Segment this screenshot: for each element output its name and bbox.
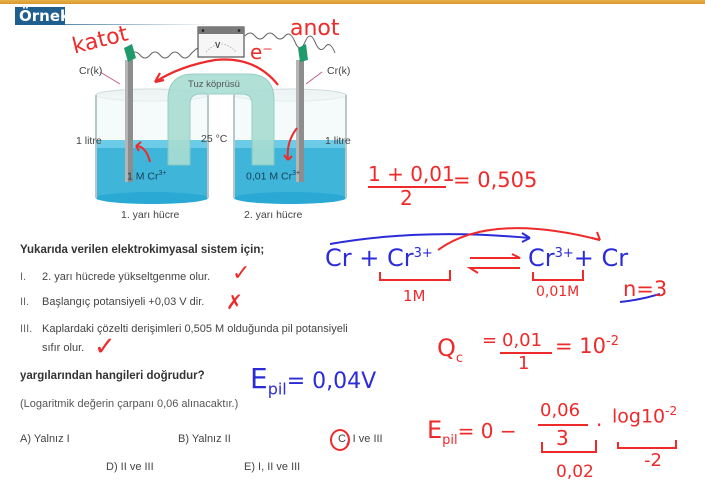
- option-d[interactable]: D) II ve III: [106, 461, 154, 473]
- epil-letter: E: [250, 362, 268, 395]
- nernst-equals: = 0 −: [457, 419, 517, 443]
- nernst-subscript: pil: [442, 432, 458, 448]
- statement-1: I. 2. yarı hücrede yükseltgenme olur.: [20, 271, 210, 283]
- nernst-frac-numerator: 0,06: [540, 400, 581, 421]
- statement-1-number: I.: [20, 271, 27, 283]
- temperature-label: 25 °C: [201, 133, 228, 145]
- qc-result-exponent: -2: [606, 334, 619, 349]
- statement-2-number: II.: [20, 296, 30, 308]
- reaction-right-charge: 3+: [554, 246, 574, 261]
- volume-left-label: 1 litre: [76, 135, 102, 147]
- anot-annotation: anot: [290, 16, 340, 41]
- average-result: = 0,505: [453, 168, 538, 192]
- electron-annotation: e⁻: [250, 40, 273, 64]
- statement-3-continued: sıfır olur.: [42, 342, 85, 354]
- cell-right-caption: 2. yarı hücre: [244, 209, 303, 221]
- nernst-e-letter: E: [427, 416, 443, 444]
- beaker-left: [95, 88, 209, 204]
- qc-letter: Q: [437, 334, 456, 362]
- salt-bridge-label: Tuz köprüsü: [188, 79, 240, 90]
- average-numerator: 1 + 0,01: [368, 162, 455, 186]
- fraction-bar: [500, 352, 552, 354]
- solution-right-label: 0,01 M Cr3+: [246, 170, 300, 183]
- question-note: (Logaritmik değerin çarpanı 0,06 alınaca…: [20, 398, 239, 410]
- reaction-left: Cr + Cr3+: [325, 244, 433, 272]
- electrochemical-cell-figure: [95, 26, 347, 204]
- solution-left-charge: 3+: [158, 170, 167, 177]
- reaction-left-text: Cr + Cr: [325, 244, 414, 272]
- electrode-right: [296, 60, 304, 182]
- statement-1-text: 2. yarı hücrede yükseltgenme olur.: [42, 271, 211, 283]
- check-mark-icon: ✓: [94, 332, 116, 362]
- statement-2-text: Başlangıç potansiyeli +0,03 V dir.: [42, 296, 205, 308]
- reaction-arrows: [329, 227, 660, 303]
- solution-right-text: 0,01 M Cr: [246, 170, 293, 183]
- selected-option-circle: [330, 429, 350, 451]
- option-b[interactable]: B) Yalnız II: [178, 433, 231, 445]
- qc-label: Qc: [437, 334, 463, 366]
- solution-right-charge: 3+: [292, 170, 301, 177]
- reaction-right-tail: + Cr: [573, 244, 629, 272]
- reaction-right-text: Cr: [528, 244, 555, 272]
- qc-numerator: 0,01: [502, 330, 543, 351]
- top-accent-bar: [0, 0, 705, 4]
- electrode-left-label: Cr(k): [79, 65, 103, 77]
- statement-2: II. Başlangıç potansiyeli +0,03 V dir.: [20, 296, 204, 308]
- solution-left-label: 1 M Cr3+: [127, 170, 166, 183]
- reaction-right: Cr3++ Cr: [528, 244, 628, 272]
- voltmeter-label: V: [215, 41, 221, 50]
- nernst-brackets: [541, 440, 677, 453]
- nernst-under-fraction: 0,02: [556, 462, 594, 482]
- epil-subscript: pil: [267, 379, 287, 399]
- fraction-bar: [538, 424, 588, 426]
- epil-value: = 0,04V: [286, 369, 377, 394]
- statement-3-number: III.: [20, 323, 33, 335]
- qc-equals: =: [482, 330, 498, 351]
- volume-right-label: 1 litre: [325, 135, 351, 147]
- qc-result: = 10-2: [555, 334, 619, 358]
- example-tag-label: Örnek: [19, 7, 70, 25]
- n-value-annotation: n=3: [623, 277, 668, 301]
- epil-result: Epil= 0,04V: [250, 362, 376, 399]
- check-mark-icon: ✓: [232, 261, 251, 286]
- cross-mark-icon: ✗: [226, 290, 243, 314]
- statement-3: III. Kaplardaki çözelti derişimleri 0,505…: [20, 323, 348, 335]
- solution-left-text: 1 M Cr: [127, 170, 159, 183]
- conc-left-annotation: 1M: [403, 287, 426, 305]
- nernst-log: log10-2: [612, 404, 677, 427]
- option-a[interactable]: A) Yalnız I: [20, 433, 70, 445]
- option-e[interactable]: E) I, II ve III: [244, 461, 301, 473]
- voltmeter-icon: [197, 26, 245, 58]
- reaction-left-charge: 3+: [413, 246, 433, 261]
- qc-result-base: = 10: [555, 334, 606, 358]
- nernst-log-base: log10: [612, 405, 666, 428]
- statement-3-text: Kaplardaki çözelti derişimleri 0,505 M o…: [42, 323, 348, 335]
- fraction-bar: [368, 186, 446, 188]
- nernst-frac-denominator: 3: [556, 426, 569, 450]
- question-prompt: yargılarından hangileri doğrudur?: [20, 370, 205, 382]
- salt-bridge: [167, 73, 275, 166]
- cell-left-caption: 1. yarı hücre: [121, 209, 180, 221]
- average-denominator: 2: [400, 186, 413, 210]
- tag-underline: [15, 24, 215, 25]
- electrode-left: [125, 60, 133, 182]
- question-intro: Yukarıda verilen elektrokimyasal sistem …: [20, 244, 265, 256]
- qc-denominator: 1: [518, 353, 530, 374]
- electrode-right-label: Cr(k): [327, 65, 351, 77]
- conc-right-annotation: 0,01M: [536, 284, 580, 300]
- nernst-under-log: -2: [644, 450, 662, 471]
- nernst-lhs: Epil= 0 −: [427, 416, 517, 448]
- example-tag: Örnek: [15, 7, 70, 25]
- qc-subscript: c: [455, 350, 464, 366]
- nernst-dot: ·: [596, 413, 603, 437]
- nernst-log-exponent: -2: [665, 404, 678, 418]
